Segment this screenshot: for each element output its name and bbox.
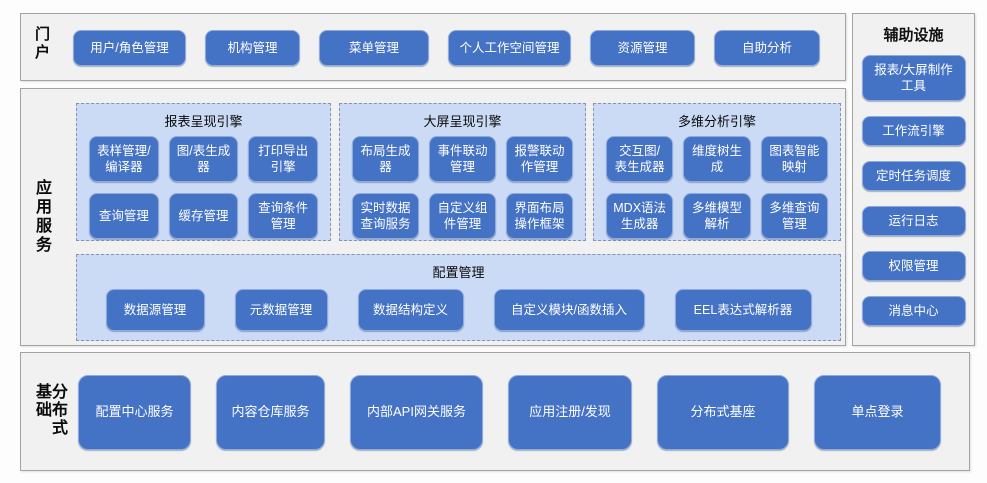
node-multidim-query-mgmt: 多维查询管理 [760, 193, 828, 239]
node-alarm-action-mgmt: 报警联动作管理 [506, 136, 573, 182]
portal-section-label: 门户 [33, 26, 50, 62]
node-internal-api-gateway: 内部API网关服务 [350, 375, 483, 450]
node-eel-expression-parser: EEL表达式解析器 [674, 289, 812, 331]
node-config-center-service: 配置中心服务 [78, 375, 191, 450]
node-ui-layout-framework: 界面布局操作框架 [506, 193, 573, 239]
node-app-register-discovery: 应用注册/发现 [508, 375, 632, 450]
node-message-center: 消息中心 [861, 296, 966, 326]
auxiliary-node-col: 报表/大屏制作工具 工作流引擎 定时任务调度 运行日志 权限管理 消息中心 [853, 55, 974, 326]
engine-box-report-title: 报表呈现引擎 [164, 114, 243, 129]
node-org-mgmt: 机构管理 [205, 30, 300, 66]
config-node-row: 数据源管理 元数据管理 数据结构定义 自定义模块/函数插入 EEL表达式解析器 [77, 289, 840, 331]
node-chart-table-generator: 图/表生成器 [168, 136, 239, 182]
engine-box-report: 报表呈现引擎 表样管理/编译器 图/表生成器 打印导出引擎 查询管理 缓存管理 … [76, 103, 331, 241]
distributed-node-row: 配置中心服务 内容仓库服务 内部API网关服务 应用注册/发现 分布式基座 单点… [78, 375, 941, 450]
config-mgmt-box: 配置管理 数据源管理 元数据管理 数据结构定义 自定义模块/函数插入 EEL表达… [76, 254, 841, 341]
node-event-linkage-mgmt: 事件联动管理 [429, 136, 496, 182]
node-user-role-mgmt: 用户/角色管理 [73, 30, 186, 66]
node-interactive-chart-generator: 交互图/表生成器 [606, 136, 674, 182]
auxiliary-sidebar: 辅助设施 报表/大屏制作工具 工作流引擎 定时任务调度 运行日志 权限管理 消息… [852, 13, 975, 346]
portal-section: 门户 用户/角色管理 机构管理 菜单管理 个人工作空间管理 资源管理 自助分析 [20, 13, 846, 81]
app-services-section-label: 应用服务 [33, 179, 50, 255]
node-metadata-mgmt: 元数据管理 [234, 289, 328, 331]
auxiliary-sidebar-title: 辅助设施 [883, 27, 944, 44]
node-query-mgmt: 查询管理 [89, 193, 159, 239]
config-mgmt-title: 配置管理 [432, 265, 485, 280]
engine-box-olap-grid: 交互图/表生成器 维度树生成 图表智能映射 MDX语法生成器 多维模型解析 多维… [594, 135, 840, 249]
engine-box-dashboard-title: 大屏呈现引擎 [423, 114, 502, 129]
node-layout-generator: 布局生成器 [352, 136, 419, 182]
node-print-export-engine: 打印导出引擎 [248, 136, 318, 182]
node-multidim-model-parsing: 多维模型解析 [683, 193, 751, 239]
engine-box-dashboard: 大屏呈现引擎 布局生成器 事件联动管理 报警联动作管理 实时数据查询服务 自定义… [339, 103, 586, 241]
node-permission-mgmt: 权限管理 [861, 251, 966, 281]
node-realtime-data-query: 实时数据查询服务 [352, 193, 419, 239]
distributed-section: 分布式基础 配置中心服务 内容仓库服务 内部API网关服务 应用注册/发现 分布… [20, 352, 970, 471]
node-datasource-mgmt: 数据源管理 [105, 289, 205, 331]
node-custom-component-mgmt: 自定义组件管理 [429, 193, 496, 239]
node-data-structure-def: 数据结构定义 [357, 289, 464, 331]
engine-box-olap: 多维分析引擎 交互图/表生成器 维度树生成 图表智能映射 MDX语法生成器 多维… [593, 103, 841, 241]
node-run-log: 运行日志 [861, 206, 966, 236]
node-distributed-base: 分布式基座 [657, 375, 789, 450]
engine-box-report-grid: 表样管理/编译器 图/表生成器 打印导出引擎 查询管理 缓存管理 查询条件管理 [77, 135, 330, 249]
node-single-sign-on: 单点登录 [814, 375, 941, 450]
distributed-section-label: 分布式基础 [33, 382, 66, 437]
engine-box-olap-title: 多维分析引擎 [677, 114, 756, 129]
node-content-repo-service: 内容仓库服务 [216, 375, 325, 450]
node-workflow-engine: 工作流引擎 [861, 116, 966, 146]
node-custom-module-function: 自定义模块/函数插入 [493, 289, 645, 331]
portal-node-row: 用户/角色管理 机构管理 菜单管理 个人工作空间管理 资源管理 自助分析 [73, 30, 839, 66]
node-mdx-syntax-generator: MDX语法生成器 [606, 193, 674, 239]
node-template-mgmt-compiler: 表样管理/编译器 [89, 136, 159, 182]
node-chart-smart-mapping: 图表智能映射 [760, 136, 828, 182]
node-resource-mgmt: 资源管理 [590, 30, 695, 66]
node-query-condition-mgmt: 查询条件管理 [248, 193, 318, 239]
app-services-section: 应用服务 报表呈现引擎 表样管理/编译器 图/表生成器 打印导出引擎 查询管理 … [20, 88, 846, 346]
node-scheduled-task: 定时任务调度 [861, 161, 966, 191]
node-report-dashboard-builder: 报表/大屏制作工具 [861, 55, 966, 101]
node-cache-mgmt: 缓存管理 [168, 193, 239, 239]
node-menu-mgmt: 菜单管理 [319, 30, 429, 66]
node-dimension-tree-generation: 维度树生成 [683, 136, 751, 182]
engine-box-dashboard-grid: 布局生成器 事件联动管理 报警联动作管理 实时数据查询服务 自定义组件管理 界面… [340, 135, 585, 249]
node-self-service-analysis: 自助分析 [714, 30, 820, 66]
node-personal-workspace: 个人工作空间管理 [448, 30, 571, 66]
